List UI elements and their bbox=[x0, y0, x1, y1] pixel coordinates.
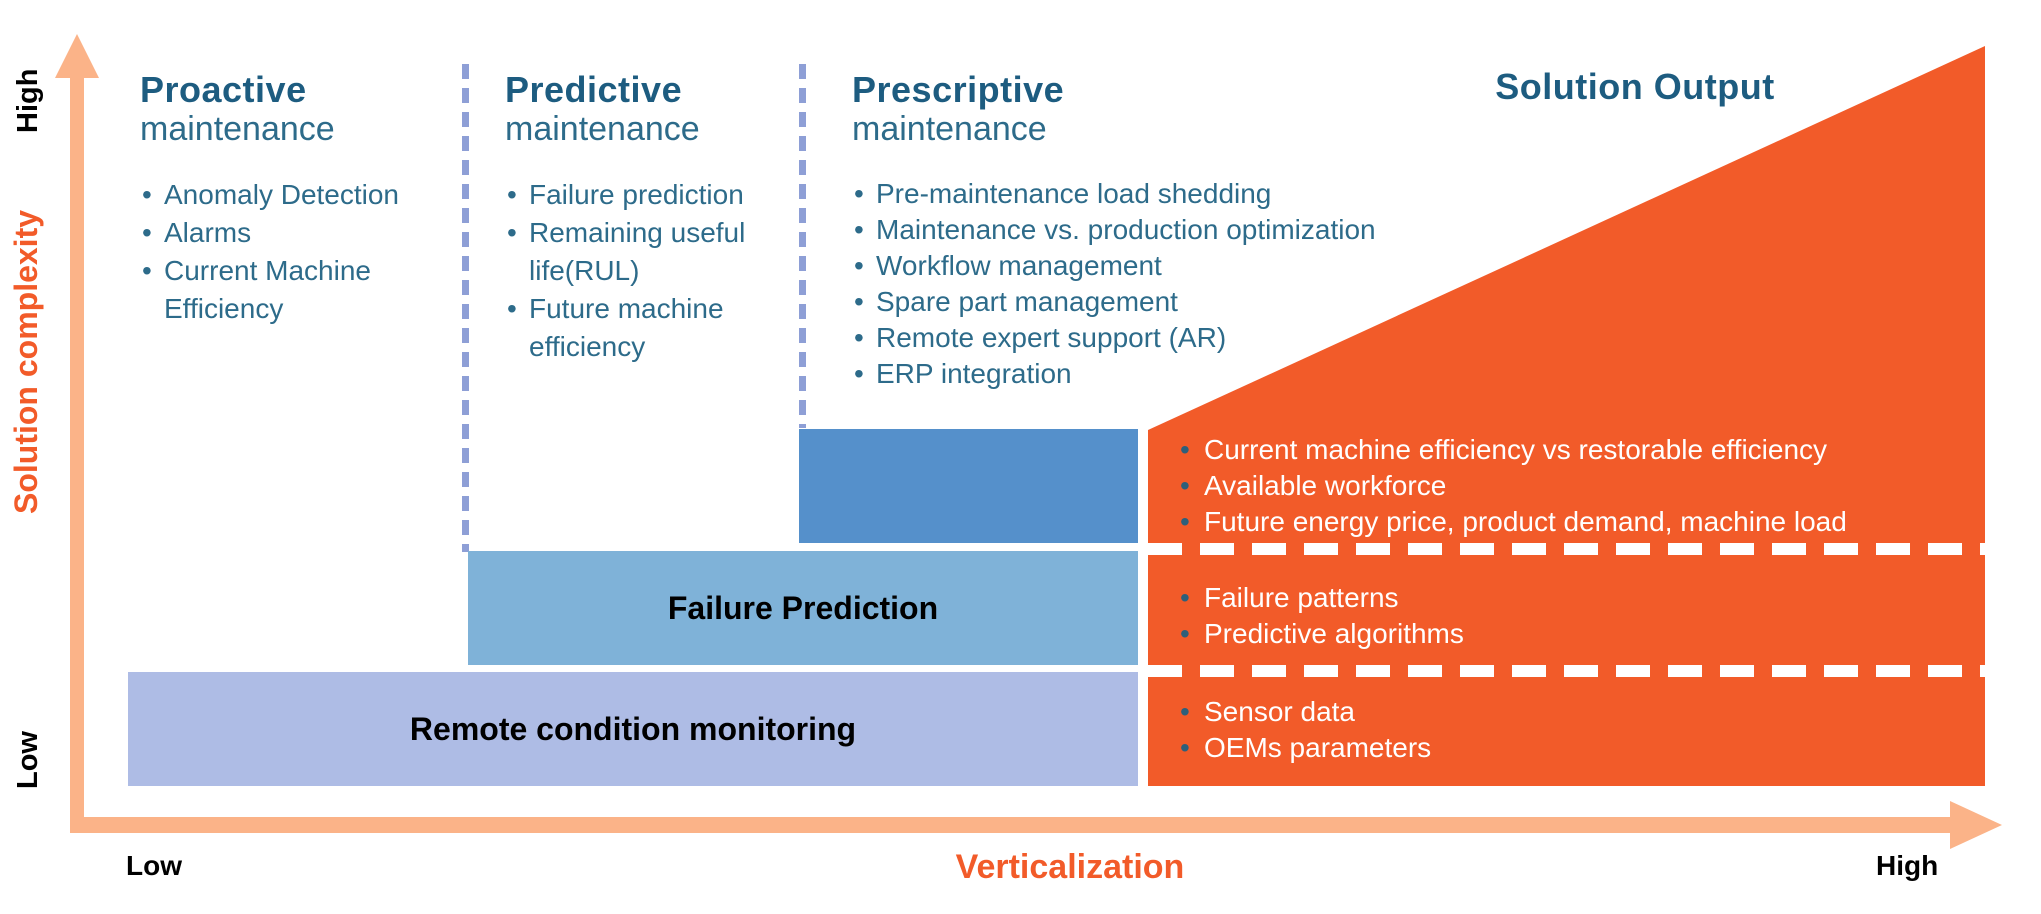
prescriptive-solution-box bbox=[799, 429, 1138, 543]
list-item: Failure prediction bbox=[505, 176, 775, 214]
list-item: Pre-maintenance load shedding bbox=[852, 176, 1442, 212]
list-item: Future energy price, product demand, mac… bbox=[1178, 504, 1847, 540]
list-item: Current Machine Efficiency bbox=[140, 252, 450, 328]
x-axis-arrowhead-icon bbox=[1950, 801, 2002, 849]
column-predictive-maintenance: Predictive maintenance Failure predictio… bbox=[505, 70, 775, 366]
y-axis-low-label: Low bbox=[12, 731, 44, 789]
remote-condition-monitoring-box: Remote condition monitoring bbox=[128, 672, 1138, 786]
list-item: Available workforce bbox=[1178, 468, 1847, 504]
list-item: Workflow management bbox=[852, 248, 1442, 284]
column-prescriptive-maintenance: Prescriptive maintenance Pre-maintenance… bbox=[852, 69, 1442, 393]
output-group-monitoring: Sensor dataOEMs parameters bbox=[1178, 694, 1431, 766]
list-item: Remaining useful life(RUL) bbox=[505, 214, 775, 290]
x-axis-title: Verticalization bbox=[955, 848, 1185, 886]
solution-output-title: Solution Output bbox=[1495, 66, 1775, 107]
list-item: Current machine efficiency vs restorable… bbox=[1178, 432, 1847, 468]
bullet-list: Pre-maintenance load sheddingMaintenance… bbox=[852, 176, 1442, 392]
list-item: Maintenance vs. production optimization bbox=[852, 212, 1442, 248]
output-group-predictive: Failure patternsPredictive algorithms bbox=[1178, 580, 1464, 652]
y-axis-high-label: High bbox=[12, 68, 44, 134]
list-item: Predictive algorithms bbox=[1178, 616, 1464, 652]
list-item: Alarms bbox=[140, 214, 450, 252]
y-axis-arrowhead-icon bbox=[55, 34, 99, 78]
list-item: Failure patterns bbox=[1178, 580, 1464, 616]
column-subtitle: maintenance bbox=[140, 110, 335, 148]
column-divider bbox=[462, 64, 469, 552]
column-divider bbox=[799, 64, 806, 428]
list-item: Future machine efficiency bbox=[505, 290, 775, 366]
list-item: Anomaly Detection bbox=[140, 176, 450, 214]
column-title: Predictive bbox=[505, 69, 683, 110]
column-subtitle: maintenance bbox=[505, 110, 700, 148]
x-axis-high-label: High bbox=[1876, 850, 1939, 881]
column-title: Prescriptive bbox=[852, 69, 1065, 110]
list-item: Spare part management bbox=[852, 284, 1442, 320]
list-item: Remote expert support (AR) bbox=[852, 320, 1442, 356]
bullet-list: Anomaly DetectionAlarmsCurrent Machine E… bbox=[140, 176, 450, 328]
column-title: Proactive bbox=[140, 69, 307, 110]
column-subtitle: maintenance bbox=[852, 110, 1047, 148]
list-item: Sensor data bbox=[1178, 694, 1431, 730]
failure-prediction-box: Failure Prediction bbox=[468, 551, 1138, 665]
list-item: ERP integration bbox=[852, 356, 1442, 392]
column-proactive-maintenance: Proactive maintenance Anomaly DetectionA… bbox=[140, 70, 450, 328]
list-item: OEMs parameters bbox=[1178, 730, 1431, 766]
x-axis-low-label: Low bbox=[126, 850, 182, 881]
bullet-list: Failure predictionRemaining useful life(… bbox=[505, 176, 775, 366]
output-group-prescriptive: Current machine efficiency vs restorable… bbox=[1178, 432, 1847, 540]
x-axis-line bbox=[70, 817, 1955, 833]
y-axis-title: Solution complexity bbox=[8, 209, 44, 514]
dashed-separator bbox=[1148, 665, 2012, 677]
y-axis-line bbox=[70, 72, 84, 818]
dashed-separator bbox=[1148, 543, 2012, 555]
